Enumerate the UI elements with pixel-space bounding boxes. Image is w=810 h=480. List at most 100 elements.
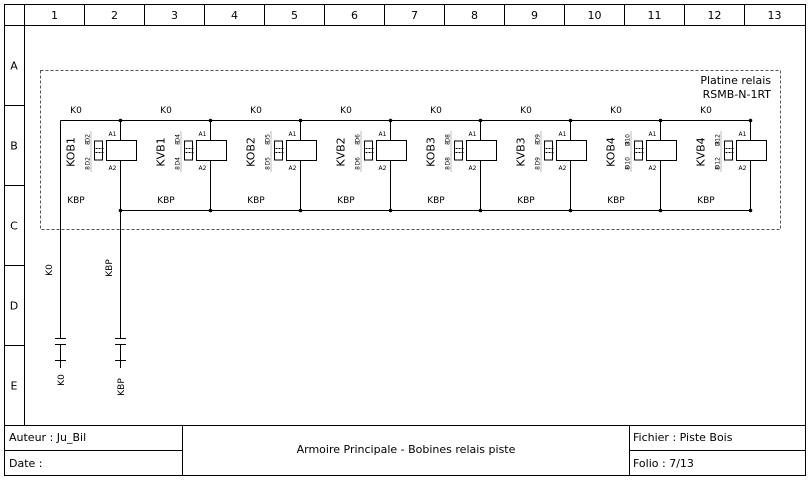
pin-a2-label: A2: [379, 165, 387, 172]
diode-side-top: 8: [265, 141, 272, 145]
kbp-bus-label: KBP: [427, 196, 445, 206]
row-index: A: [10, 60, 18, 73]
diode-side-bottom: 8: [715, 166, 722, 170]
coil-inner-box: [454, 140, 463, 161]
k0-bus-label: K0: [700, 106, 712, 116]
coil-box: [466, 140, 497, 161]
kbp-feed-label: KBP: [105, 259, 115, 277]
column-index: 1: [51, 9, 58, 22]
diode-side-bottom: 8: [85, 166, 92, 170]
row-index: D: [10, 300, 18, 313]
diode-label-top: D5: [265, 134, 272, 143]
row-index: C: [10, 220, 18, 233]
k0-bus-label: K0: [610, 106, 622, 116]
kbp-bus-label: KBP: [157, 196, 175, 206]
diode-side-bottom: 8: [445, 166, 452, 170]
column-index: 8: [471, 9, 478, 22]
relay-name-label: KVB2: [335, 137, 348, 166]
platine-label-line1: Platine relais: [700, 74, 771, 87]
coil-box: [376, 140, 407, 161]
folio-field: Folio : 7/13: [633, 457, 694, 470]
relay-name-label: KVB4: [695, 137, 708, 166]
diode-label-bottom: D12: [715, 157, 722, 169]
title-block: [4, 425, 806, 476]
diode-side-bottom: 8: [535, 166, 542, 170]
relay-name-label: KOB2: [245, 137, 258, 167]
pin-a2-label: A2: [109, 165, 117, 172]
diode-side-bottom: 8: [625, 166, 632, 170]
pin-a2-label: A2: [649, 165, 657, 172]
column-index: 4: [231, 9, 238, 22]
diode-label-top: D4: [175, 134, 182, 143]
k0-bus-label: K0: [70, 106, 82, 116]
kbp-feed-end-label: KBP: [117, 378, 127, 396]
pin-a1-label: A1: [109, 131, 117, 138]
k0-bus-label: K0: [160, 106, 172, 116]
pin-a1-label: A1: [289, 131, 297, 138]
pin-a2-label: A2: [559, 165, 567, 172]
diode-side-bottom: 8: [265, 166, 272, 170]
kbp-bus-label: KBP: [67, 196, 85, 206]
column-index: 2: [111, 9, 118, 22]
diode-side-top: 8: [355, 141, 362, 145]
pin-a1-label: A1: [379, 131, 387, 138]
k0-bus-label: K0: [250, 106, 262, 116]
coil-box: [106, 140, 137, 161]
row-index: B: [10, 140, 18, 153]
author-field: Auteur : Ju_Bil: [9, 431, 87, 444]
kbp-bus-label: KBP: [337, 196, 355, 206]
coil-inner-box: [94, 140, 103, 161]
pin-a1-label: A1: [559, 131, 567, 138]
kbp-bus-label: KBP: [517, 196, 535, 206]
diode-label-top: D6: [355, 134, 362, 143]
coil-inner-box: [364, 140, 373, 161]
diode-side-top: 8: [535, 141, 542, 145]
diode-side-top: 8: [175, 141, 182, 145]
diode-label-bottom: D4: [175, 157, 182, 166]
diode-label-bottom: D8: [445, 157, 452, 166]
relay-name-label: KVB1: [155, 137, 168, 166]
pin-a1-label: A1: [469, 131, 477, 138]
relay-name-label: KOB1: [65, 137, 78, 167]
diode-label-bottom: D10: [625, 157, 632, 169]
kbp-bus-label: KBP: [697, 196, 715, 206]
column-index: 12: [708, 9, 722, 22]
diode-side-top: 8: [445, 141, 452, 145]
relay-name-label: KVB3: [515, 137, 528, 166]
pin-a2-label: A2: [739, 165, 747, 172]
column-index: 3: [171, 9, 178, 22]
diode-side-top: 8: [85, 141, 92, 145]
column-index: 11: [648, 9, 662, 22]
k0-feed-end-label: K0: [57, 374, 67, 386]
pin-a2-label: A2: [289, 165, 297, 172]
k0-bus-label: K0: [430, 106, 442, 116]
coil-inner-box: [634, 140, 643, 161]
column-index: 10: [588, 9, 602, 22]
coil-inner-box: [184, 140, 193, 161]
coil-box: [286, 140, 317, 161]
platine-enclosure: [40, 70, 781, 230]
diode-label-top: D12: [715, 134, 722, 146]
file-field: Fichier : Piste Bois: [633, 431, 733, 444]
k0-feed: [55, 120, 66, 368]
coil-box: [196, 140, 227, 161]
sheet-border: [4, 4, 806, 476]
diode-side-top: 8: [625, 141, 632, 145]
platine-label-line2: RSMB-N-1RT: [703, 88, 772, 101]
kbp-bus-label: KBP: [607, 196, 625, 206]
k0-bus-label: K0: [520, 106, 532, 116]
pin-a2-label: A2: [199, 165, 207, 172]
coil-box: [736, 140, 767, 161]
coil-box: [646, 140, 677, 161]
diode-label-top: D10: [625, 134, 632, 146]
